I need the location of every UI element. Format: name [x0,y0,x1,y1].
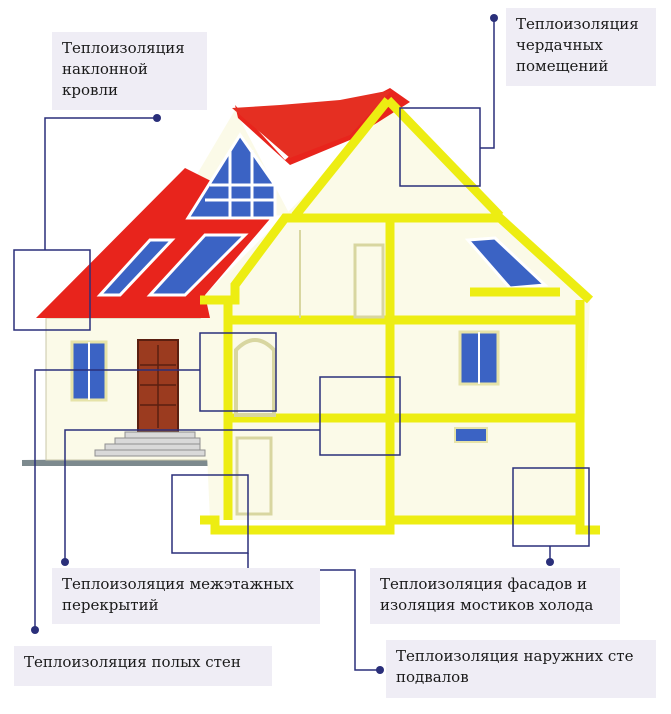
label-line: Теплоизоляция [62,39,185,57]
label-line: чердачных [516,36,603,54]
label-basement-insulation: Теплоизоляция наружних сте подвалов [386,640,656,698]
label-line: помещений [516,57,609,75]
roof-window [96,238,176,297]
leader-lines [34,20,551,671]
highlight-boxes [13,107,590,554]
label-line: Теплоизоляция полых стен [24,653,241,671]
label-line: изоляция мостиков холода [380,596,594,614]
entrance-steps [94,431,206,457]
roof-window [464,236,549,290]
roof-window [146,233,249,297]
interior-door-lower [235,436,273,516]
label-roof-insulation: Теплоизоляция наклонной кровли [52,32,207,110]
label-line: Теплоизоляция наружних сте [396,647,634,665]
insulation-frame [200,96,600,535]
label-hollow-walls-insulation: Теплоизоляция полых стен [14,646,272,686]
label-line: наклонной [62,60,148,78]
label-line: Теплоизоляция фасадов и [380,575,588,593]
label-line: подвалов [396,668,469,686]
label-line: перекрытий [62,596,159,614]
label-facade-insulation: Теплоизоляция фасадов и изоляция мостико… [370,568,620,624]
label-line: кровли [62,81,118,99]
label-line: Теплоизоляция межэтажных [62,575,294,593]
arched-doorway [234,338,276,417]
label-line: Теплоизоляция [516,15,639,33]
window [454,427,488,443]
leader-dots [31,14,554,674]
label-floor-insulation: Теплоизоляция межэтажных перекрытий [52,568,320,624]
label-attic-insulation: Теплоизоляция чердачных помещений [506,8,656,86]
interior-door-upper [353,243,385,319]
top-roof-main [232,90,392,158]
